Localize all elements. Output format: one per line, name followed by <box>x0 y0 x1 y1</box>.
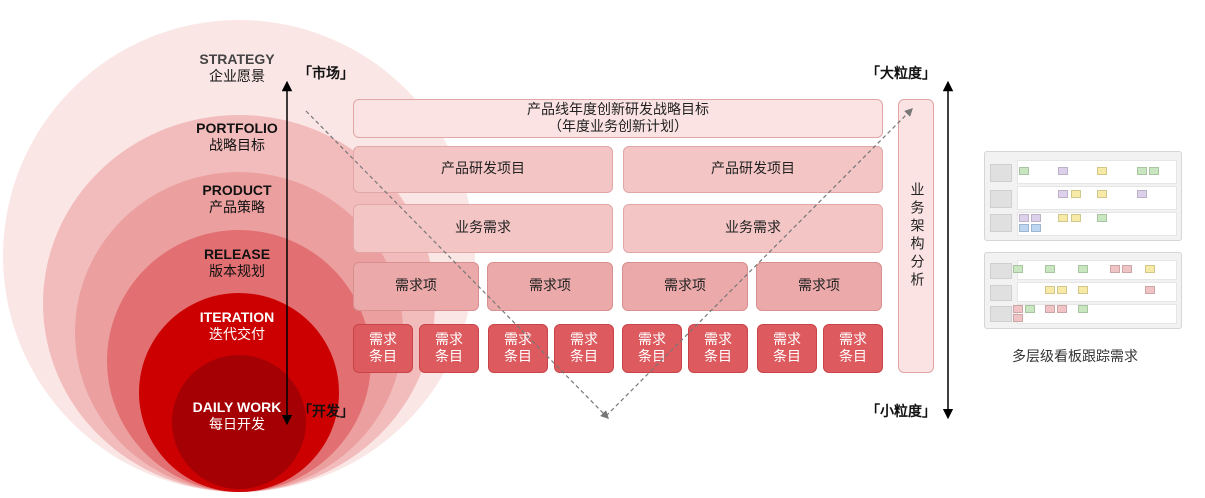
strategy-goal-title: 产品线年度创新研发战略目标 <box>527 101 709 118</box>
req-entry-box-3: 需求 条目 <box>488 324 548 373</box>
kanban-card <box>1019 214 1029 222</box>
business-req-box-2: 业务需求 <box>623 204 883 253</box>
arch-analysis-box: 业务架构分析 <box>898 99 934 373</box>
req-entry-box-5: 需求 条目 <box>622 324 682 373</box>
tag-dev: 「开发」 <box>298 404 354 420</box>
kanban-card <box>1013 265 1023 273</box>
kanban-card <box>1078 286 1088 294</box>
kanban-card <box>1097 190 1107 198</box>
kanban-card <box>1110 265 1120 273</box>
req-entry-box-2: 需求 条目 <box>419 324 479 373</box>
ring-en: ITERATION <box>199 309 275 325</box>
req-item-box-4: 需求项 <box>756 262 882 311</box>
kanban-card <box>1145 265 1155 273</box>
project-box-2: 产品研发项目 <box>623 146 883 193</box>
kanban-card <box>1071 190 1081 198</box>
req-entry-box-4: 需求 条目 <box>554 324 614 373</box>
kanban-card <box>1078 305 1088 313</box>
ring-cn: 每日开发 <box>209 417 265 433</box>
kanban-card <box>1097 167 1107 175</box>
req-entry-box-6: 需求 条目 <box>688 324 748 373</box>
req-entry-box-8: 需求 条目 <box>823 324 883 373</box>
ring-cn: 迭代交付 <box>209 327 265 343</box>
tag-fine: 「小粒度」 <box>866 404 936 420</box>
req-entry-box-1: 需求 条目 <box>353 324 413 373</box>
ring-en: PORTFOLIO <box>196 120 278 136</box>
kanban-card <box>1045 286 1055 294</box>
ring-label-iteration: ITERATION 迭代交付 <box>157 308 317 344</box>
kanban-card <box>1045 265 1055 273</box>
board-caption: 多层级看板跟踪需求 <box>1012 349 1138 365</box>
kanban-board-upper <box>984 151 1182 241</box>
kanban-card <box>1058 190 1068 198</box>
kanban-card <box>1057 305 1067 313</box>
req-item-box-1: 需求项 <box>353 262 479 311</box>
strategy-goal-box: 产品线年度创新研发战略目标 （年度业务创新计划） <box>353 99 883 138</box>
tag-market: 「市场」 <box>298 66 354 82</box>
ring-label-product: PRODUCT 产品策略 <box>157 181 317 217</box>
kanban-card <box>1031 214 1041 222</box>
ring-cn: 战略目标 <box>209 138 265 154</box>
kanban-card <box>1025 305 1035 313</box>
req-item-box-3: 需求项 <box>622 262 748 311</box>
kanban-card <box>1057 286 1067 294</box>
strategy-goal-subtitle: （年度业务创新计划） <box>548 118 688 135</box>
ring-label-release: RELEASE 版本规划 <box>157 245 317 281</box>
kanban-card <box>1045 305 1055 313</box>
ring-en: STRATEGY <box>199 51 275 67</box>
kanban-card <box>1058 167 1068 175</box>
kanban-card <box>1031 224 1041 232</box>
req-item-box-2: 需求项 <box>487 262 613 311</box>
kanban-board-lower <box>984 252 1182 329</box>
ring-label-daily-work: DAILY WORK 每日开发 <box>157 398 317 434</box>
kanban-card <box>1137 167 1147 175</box>
dashed-down-arrow <box>305 110 609 419</box>
dashed-up-arrow <box>605 108 913 417</box>
tag-coarse: 「大粒度」 <box>866 66 936 82</box>
kanban-card <box>1019 224 1029 232</box>
board-row-header <box>990 263 1012 279</box>
business-req-box-1: 业务需求 <box>353 204 613 253</box>
board-row-header <box>990 190 1012 208</box>
board-row-header <box>990 214 1012 232</box>
ring-cn: 版本规划 <box>209 264 265 280</box>
ring-en: PRODUCT <box>202 182 272 198</box>
kanban-card <box>1071 214 1081 222</box>
project-box-1: 产品研发项目 <box>353 146 613 193</box>
board-row-header <box>990 164 1012 182</box>
kanban-card <box>1137 190 1147 198</box>
kanban-card <box>1149 167 1159 175</box>
ring-en: DAILY WORK <box>192 399 282 415</box>
kanban-card <box>1019 167 1029 175</box>
ring-cn: 产品策略 <box>209 200 265 216</box>
kanban-card <box>1122 265 1132 273</box>
kanban-card <box>1145 286 1155 294</box>
kanban-card <box>1058 214 1068 222</box>
ring-cn: 企业愿景 <box>209 69 265 85</box>
ring-en: RELEASE <box>203 246 271 262</box>
ring-label-portfolio: PORTFOLIO 战略目标 <box>157 119 317 155</box>
kanban-card <box>1078 265 1088 273</box>
req-entry-box-7: 需求 条目 <box>757 324 817 373</box>
kanban-card <box>1013 314 1023 322</box>
board-row-header <box>990 306 1012 322</box>
kanban-card <box>1097 214 1107 222</box>
kanban-card <box>1013 305 1023 313</box>
board-lane <box>1017 304 1177 324</box>
ring-label-strategy: STRATEGY 企业愿景 <box>157 50 317 86</box>
board-row-header <box>990 285 1012 301</box>
